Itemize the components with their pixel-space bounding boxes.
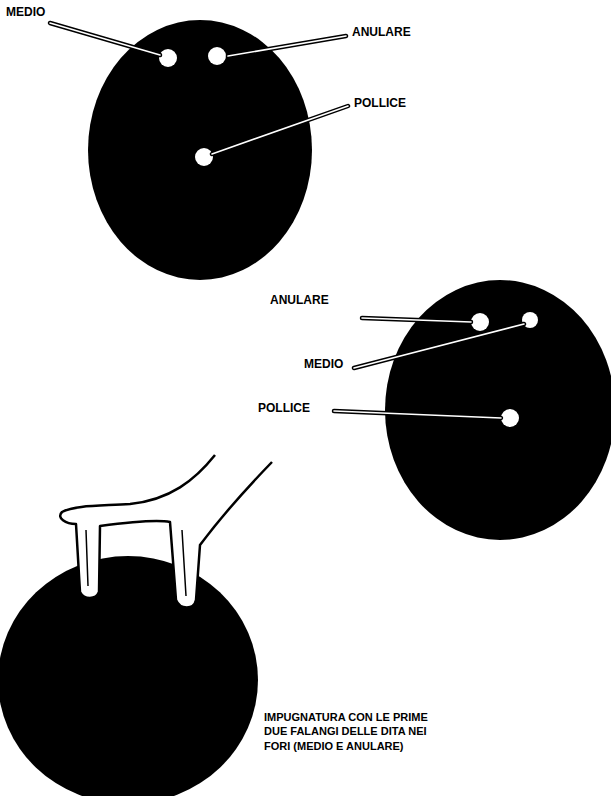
thumb-label: POLLICE [354, 97, 406, 111]
bowling-ball [0, 556, 258, 796]
thumb-label: POLLICE [258, 402, 310, 416]
grip-note: IMPUGNATURA CON LE PRIME DUE FALANGI DEL… [264, 710, 434, 753]
bowling-ball [88, 20, 312, 280]
leader-lines [50, 23, 524, 418]
finger-label: ANULARE [352, 26, 411, 40]
thumb-hole [195, 148, 213, 166]
finger-hole [159, 49, 177, 67]
finger-hole [208, 47, 226, 65]
hand [60, 455, 272, 608]
finger-label: MEDIO [304, 358, 343, 372]
finger-label: ANULARE [270, 294, 329, 308]
finger-outline [86, 530, 186, 596]
finger-label: MEDIO [6, 6, 45, 20]
thumb-hole [501, 409, 519, 427]
finger-hole [471, 313, 489, 331]
